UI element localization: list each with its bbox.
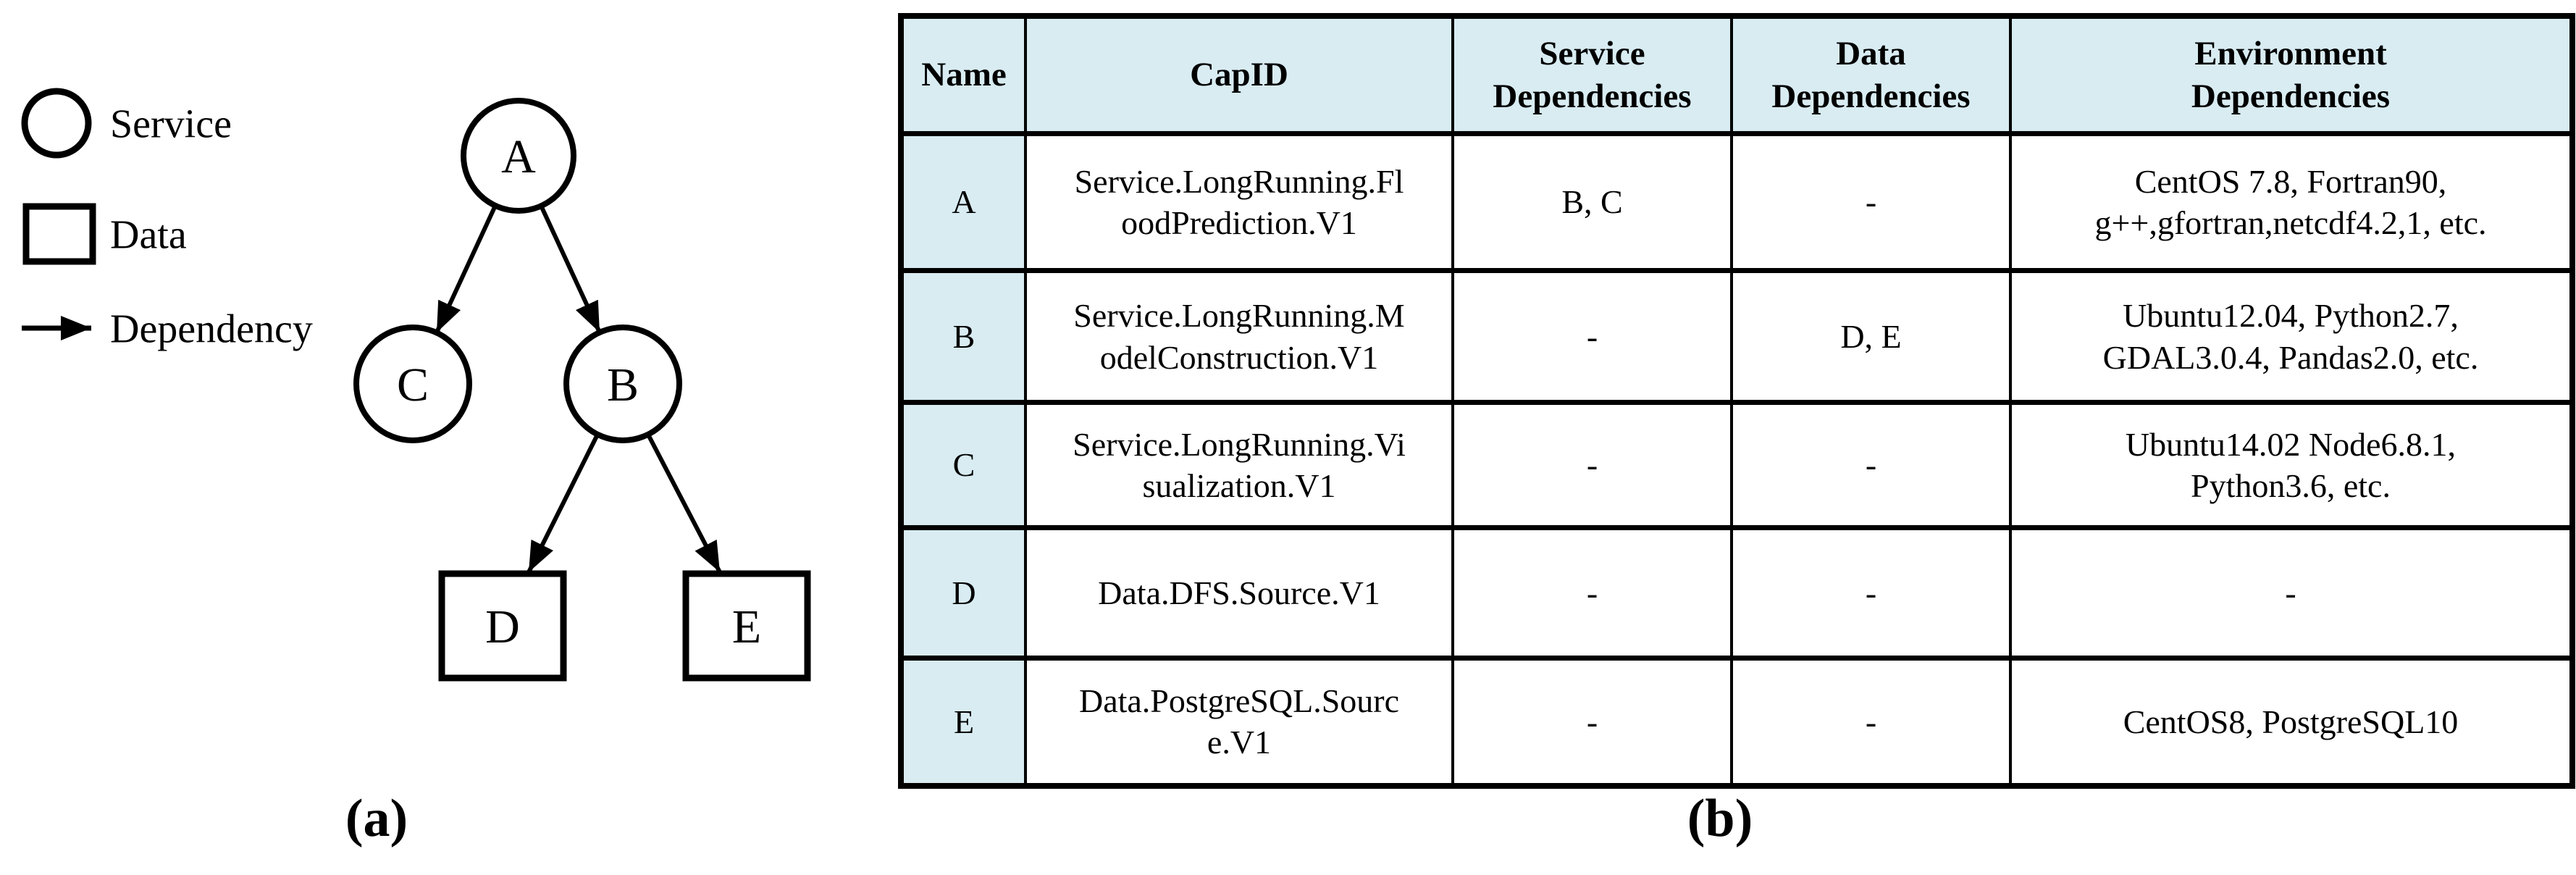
cell-data-deps: -: [1730, 131, 2012, 273]
cell-name: B: [899, 268, 1027, 405]
subfigure-a-caption: (a): [345, 789, 408, 848]
node-B-label: B: [607, 359, 639, 411]
cell-data-deps: -: [1730, 400, 2012, 530]
legend: Service Data Dependency: [21, 88, 313, 352]
cell-data-deps: -: [1730, 656, 2012, 788]
cell-service-deps: -: [1451, 268, 1733, 405]
edge-B-E: [646, 433, 722, 574]
node-E-square: [682, 570, 811, 682]
table-row-E: E Data.PostgreSQL.Source.V1 - - CentOS8,…: [899, 656, 2574, 788]
cell-service-deps: -: [1451, 525, 1733, 661]
node-B-circle: [563, 325, 682, 443]
edge-A-B: [540, 206, 602, 334]
cell-service-deps: B, C: [1451, 131, 1733, 273]
legend-service-icon: [21, 88, 92, 159]
dependency-edges: [435, 206, 722, 574]
node-E-label: E: [732, 600, 761, 653]
subfigure-b-caption: (b): [1687, 789, 1753, 848]
node-C-label: C: [397, 359, 429, 411]
capability-table: Name CapID Service Dependencies Data Dep…: [898, 13, 2575, 789]
cell-data-deps: -: [1730, 525, 2012, 661]
dependency-diagram: Service Data Dependency A C B D E: [21, 88, 811, 682]
cell-service-deps: -: [1451, 400, 1733, 530]
edge-A-C: [435, 206, 497, 334]
cell-env-deps: Ubuntu14.02 Node6.8.1, Python3.6, etc.: [2009, 400, 2574, 530]
col-header-data-dependencies: Data Dependencies: [1730, 13, 2012, 136]
node-D-square: [438, 570, 567, 682]
cell-capid: Data.DFS.Source.V1: [1024, 525, 1454, 661]
table-row-B: B Service.LongRunning.ModelConstruction.…: [899, 268, 2574, 405]
node-D-label: D: [485, 600, 520, 653]
cell-name: A: [899, 131, 1027, 273]
cell-env-deps: -: [2009, 525, 2574, 661]
cell-env-deps: CentOS8, PostgreSQL10: [2009, 656, 2574, 788]
legend-data-icon: [22, 203, 96, 265]
cell-data-deps: D, E: [1730, 268, 2012, 405]
cell-env-deps: Ubuntu12.04, Python2.7, GDAL3.0.4, Panda…: [2009, 268, 2574, 405]
node-A-circle: [461, 98, 576, 214]
col-header-service-dependencies: Service Dependencies: [1451, 13, 1733, 136]
legend-service-label: Service: [110, 102, 232, 147]
col-header-name: Name: [899, 13, 1027, 136]
cell-service-deps: -: [1451, 656, 1733, 788]
cell-name: C: [899, 400, 1027, 530]
cell-capid: Service.LongRunning.ModelConstruction.V1: [1024, 268, 1454, 405]
table-row-A: A Service.LongRunning.FloodPrediction.V1…: [899, 131, 2574, 273]
cell-name: D: [899, 525, 1027, 661]
legend-dependency-label: Dependency: [110, 307, 313, 352]
table-row-C: C Service.LongRunning.Visualization.V1 -…: [899, 400, 2574, 530]
table-row-D: D Data.DFS.Source.V1 - - -: [899, 525, 2574, 661]
cell-capid: Data.PostgreSQL.Source.V1: [1024, 656, 1454, 788]
node-C-circle: [353, 325, 472, 443]
cell-env-deps: CentOS 7.8, Fortran90, g++,gfortran,netc…: [2009, 131, 2574, 273]
cell-name: E: [899, 656, 1027, 788]
diagram-nodes: A C B D E: [353, 98, 811, 682]
legend-data-label: Data: [110, 213, 187, 258]
edge-B-D: [526, 433, 600, 574]
node-A-label: A: [501, 130, 536, 183]
cell-capid: Service.LongRunning.FloodPrediction.V1: [1024, 131, 1454, 273]
col-header-environment-dependencies: Environment Dependencies: [2009, 13, 2574, 136]
col-header-capid: CapID: [1024, 13, 1454, 136]
cell-capid: Service.LongRunning.Visualization.V1: [1024, 400, 1454, 530]
table-header-row: Name CapID Service Dependencies Data Dep…: [899, 13, 2574, 136]
